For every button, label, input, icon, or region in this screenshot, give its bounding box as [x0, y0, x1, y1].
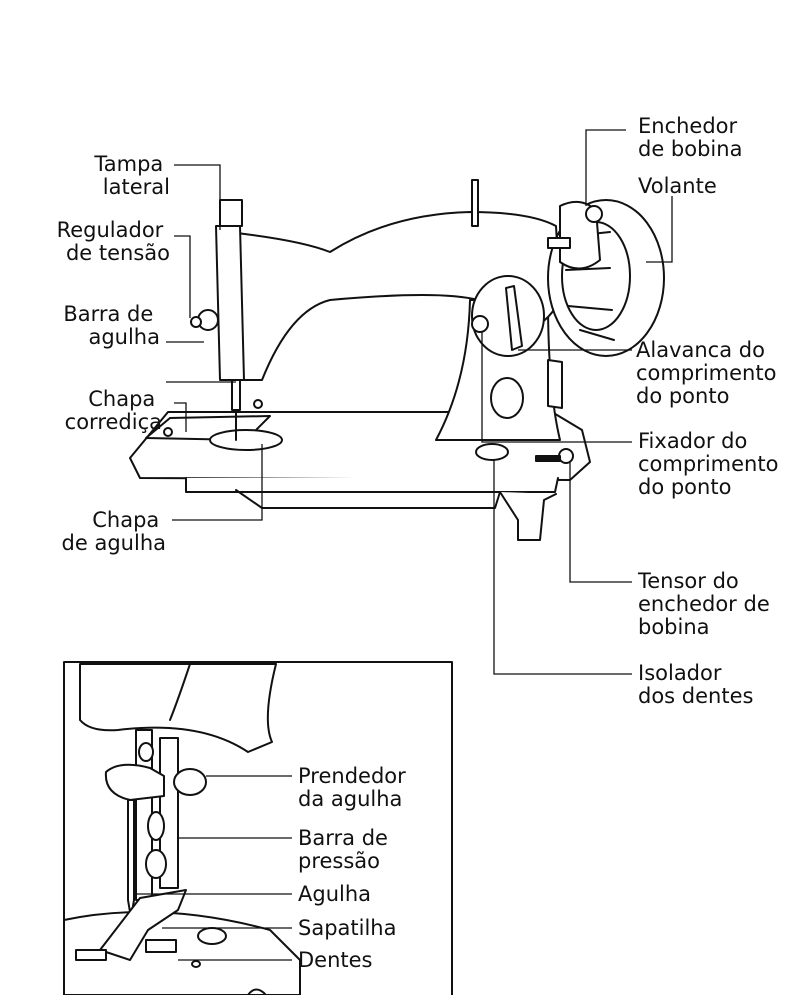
main-label-group: Tampa lateral Regulador de tensão Barra …	[57, 114, 785, 708]
label-dentes: Dentes	[298, 948, 373, 972]
bobbin-winder-spool	[585, 205, 603, 223]
sewing-machine-illustration	[129, 179, 665, 541]
detail-bobbin-cover-edge	[247, 988, 267, 995]
label-agulha: Agulha	[298, 882, 371, 906]
needle-bar	[231, 379, 241, 411]
detail-thread-guide	[147, 811, 165, 841]
leader-enchedor-bobina	[585, 129, 626, 206]
label-barra-pressao: Barra de pressão	[298, 826, 395, 873]
detail-needle	[127, 799, 135, 919]
detail-needle-clamp	[104, 763, 165, 801]
label-chapa-corredica: Chapa corrediça	[65, 387, 162, 434]
label-tensor-enchedor: Tensor do enchedor de bobina	[637, 569, 776, 639]
machine-table-underside	[185, 477, 559, 493]
label-volante: Volante	[638, 174, 717, 198]
label-chapa-agulha: Chapa de agulha	[62, 508, 166, 555]
detail-arm-edge	[169, 663, 191, 721]
stitch-length-lever	[505, 285, 523, 351]
label-prendedor-agulha: Prendedor da agulha	[298, 764, 412, 811]
slide-plate-screw	[163, 427, 173, 437]
pillar-side-panel	[547, 359, 563, 409]
stitch-length-lock-knob	[471, 315, 489, 333]
label-isolador-dentes: Isolador dos dentes	[638, 661, 753, 708]
detail-top-screw	[138, 742, 154, 762]
leader-tensor-enchedor	[569, 462, 632, 583]
leader-volante	[646, 196, 673, 263]
main-leader-lines	[166, 129, 673, 675]
label-sapatilha: Sapatilha	[298, 916, 396, 940]
machine-cross-brace	[235, 489, 501, 509]
head-top-cap	[219, 199, 243, 227]
label-fixador-comprimento: Fixador do comprimento do ponto	[638, 429, 785, 499]
detail-presser-foot	[99, 889, 187, 961]
bobbin-winder-tensioner	[558, 448, 574, 464]
label-tampa-lateral: Tampa lateral	[93, 152, 170, 199]
label-enchedor-bobina: Enchedor de bobina	[638, 114, 744, 161]
detail-arm	[79, 663, 277, 753]
detail-presser-screw	[145, 849, 167, 879]
leader-isolador-dentes	[493, 460, 632, 675]
pillar-window	[490, 377, 524, 419]
detail-plate-screw	[197, 927, 227, 945]
needle-clamp-screw	[253, 399, 263, 409]
label-barra-agulha: Barra de agulha	[63, 302, 160, 349]
presser-foot-closeup-illustration	[63, 661, 453, 995]
detail-feed-dog-left	[75, 949, 107, 961]
label-alavanca-comprimento: Alavanca do comprimento do ponto	[636, 338, 783, 408]
bobbin-winder-shaft	[547, 237, 571, 249]
leader-chapa-agulha	[172, 444, 263, 521]
leader-fixador-comprimento	[481, 332, 632, 443]
machine-leg	[499, 491, 557, 541]
leader-regulador-tensao	[174, 235, 191, 318]
detail-clamp-screw	[173, 768, 207, 796]
detail-leader-lines	[136, 775, 292, 961]
detail-frame	[63, 661, 453, 995]
detail-plate-hole	[191, 960, 201, 968]
tension-regulator-nut	[190, 316, 202, 328]
leader-chapa-corredica	[174, 402, 187, 432]
leader-tampa-lateral	[174, 164, 221, 230]
machine-head	[215, 225, 245, 381]
drop-feed-knob	[475, 443, 509, 461]
label-regulador-tensao: Regulador de tensão	[57, 218, 170, 265]
spool-pin	[471, 179, 479, 227]
tensioner-slot	[535, 455, 561, 462]
needle-plate	[209, 429, 283, 451]
detail-label-group: Prendedor da agulha Barra de pressão Agu…	[298, 764, 412, 972]
detail-feed-dog-right	[145, 939, 177, 953]
